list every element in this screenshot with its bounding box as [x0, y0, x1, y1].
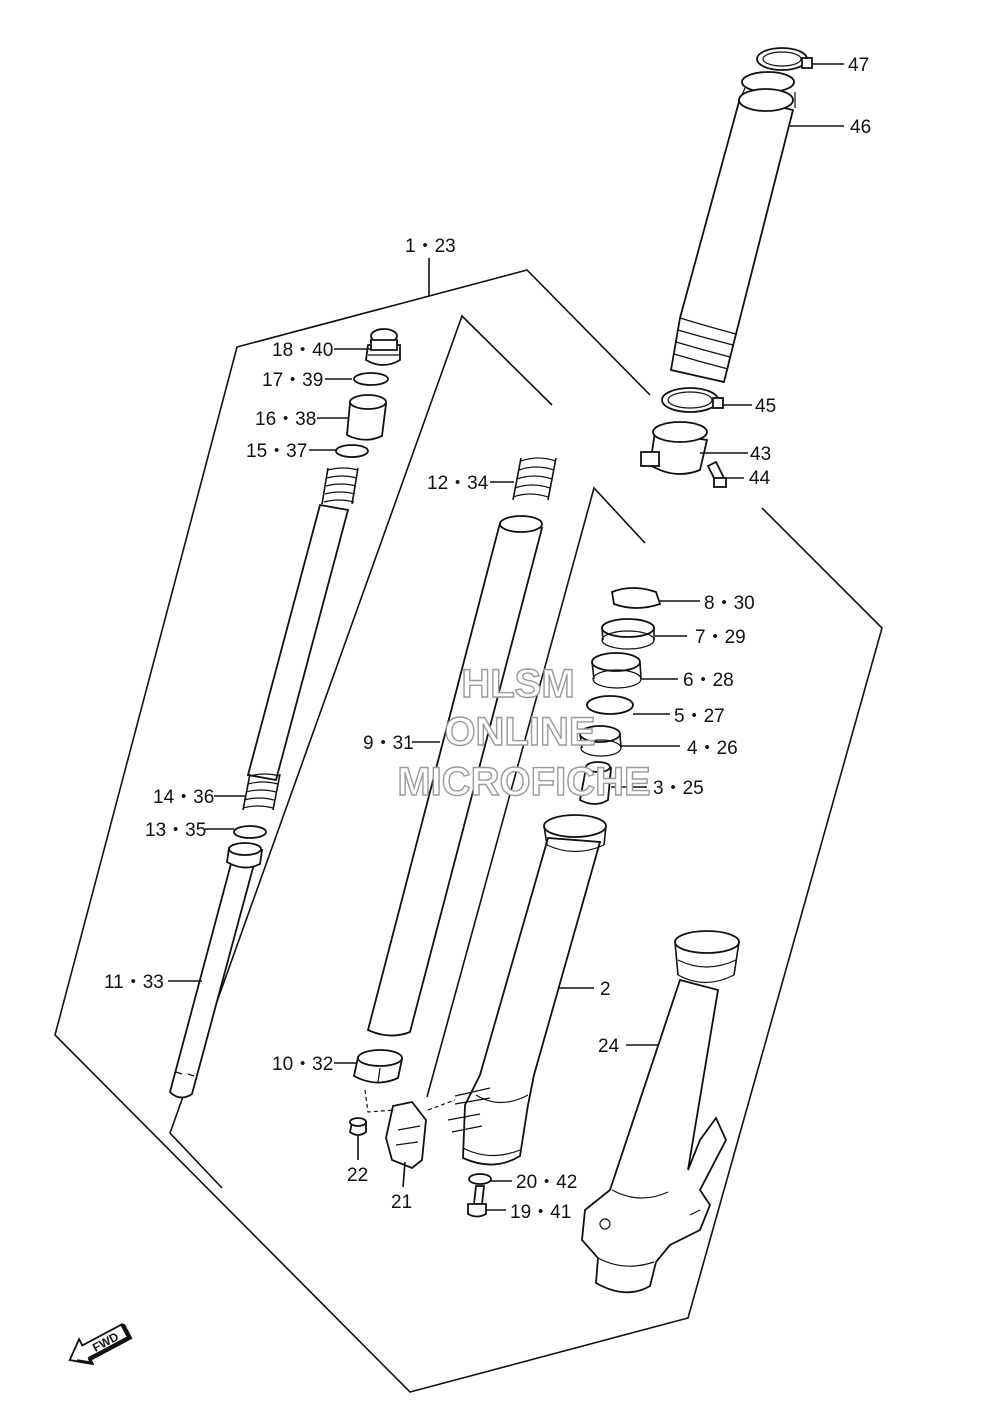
label-6-28: 6・28: [683, 670, 734, 691]
label-14-36: 14・36: [153, 787, 214, 808]
watermark: HLSM ONLINE MICROFICHE: [397, 661, 652, 804]
part-6-oil-seal: [591, 652, 642, 689]
label-21: 21: [391, 1192, 412, 1213]
part-13-ring: [233, 825, 267, 839]
label-15-37: 15・37: [246, 441, 307, 462]
label-3-25: 3・25: [653, 778, 704, 799]
label-22: 22: [347, 1165, 368, 1186]
part-12-spring: [512, 457, 557, 501]
part-4-bushing: [579, 725, 622, 757]
svg-text:HLSM: HLSM: [461, 662, 574, 706]
part-19-bolt: [467, 1185, 487, 1218]
part-16-spacer: [346, 394, 388, 441]
part-17-o-ring: [353, 372, 389, 386]
part-5-washer: [586, 695, 634, 715]
label-18-40: 18・40: [272, 340, 333, 361]
label-11-33: 11・33: [104, 972, 164, 993]
label-20-42: 20・42: [516, 1172, 577, 1193]
leader-21-dashed: [364, 1089, 456, 1113]
part-21-axle-holder: [385, 1101, 427, 1170]
part-8-dust-seal: [610, 587, 662, 609]
outer-assembly-boundary: [54, 269, 883, 1393]
part-9-inner-tube: [366, 515, 544, 1037]
part-24-outer-tube: [581, 930, 740, 1294]
label-9-31: 9・31: [363, 733, 414, 754]
label-17-39: 17・39: [262, 370, 323, 391]
label-46: 46: [850, 117, 871, 138]
inner-assembly-boundary: [169, 314, 553, 1189]
label-7-29: 7・29: [695, 627, 746, 648]
label-12-34: 12・34: [427, 473, 489, 494]
part-45-clamp: [661, 387, 724, 413]
part-46-fork-boot: [669, 71, 796, 384]
part-18-cap-bolt: [365, 328, 401, 366]
part-7-seal-ring: [601, 618, 655, 650]
label-4-26: 4・26: [687, 738, 738, 759]
label-44: 44: [749, 468, 771, 489]
part-3-bushing: [578, 761, 612, 805]
part-2-outer-tube: [462, 814, 607, 1166]
label-24: 24: [598, 1036, 620, 1057]
label-16-38: 16・38: [255, 409, 316, 430]
part-44-bolt: [706, 460, 727, 488]
part-damper-rod: [246, 503, 350, 782]
part-15-washer: [335, 444, 369, 458]
part-10-bushing: [352, 1049, 404, 1084]
part-studs: [447, 1087, 491, 1133]
part-14-spring: [242, 773, 281, 811]
fwd-arrow-icon: FWD: [68, 1323, 133, 1366]
part-22-nut: [349, 1117, 367, 1136]
label-13-35: 13・35: [145, 820, 206, 841]
svg-text:MICROFICHE: MICROFICHE: [397, 760, 650, 804]
label-47: 47: [848, 55, 869, 76]
svg-text:ONLINE: ONLINE: [444, 710, 595, 754]
part-43-holder: [640, 421, 709, 475]
label-1-23: 1・23: [405, 236, 456, 257]
part-11-cylinder: [168, 842, 264, 1099]
label-19-41: 19・41: [510, 1202, 571, 1223]
part-20-washer: [468, 1173, 492, 1185]
part-spring-upper: [321, 467, 359, 505]
label-45: 45: [755, 396, 776, 417]
label-10-32: 10・32: [272, 1054, 333, 1075]
leader-lines: [168, 63, 844, 1211]
part-47-clamp: [756, 47, 813, 71]
label-8-30: 8・30: [704, 593, 755, 614]
outer-tube-boundary: [426, 486, 646, 1098]
label-2: 2: [600, 979, 611, 1000]
label-43: 43: [750, 444, 771, 465]
label-5-27: 5・27: [674, 706, 725, 727]
